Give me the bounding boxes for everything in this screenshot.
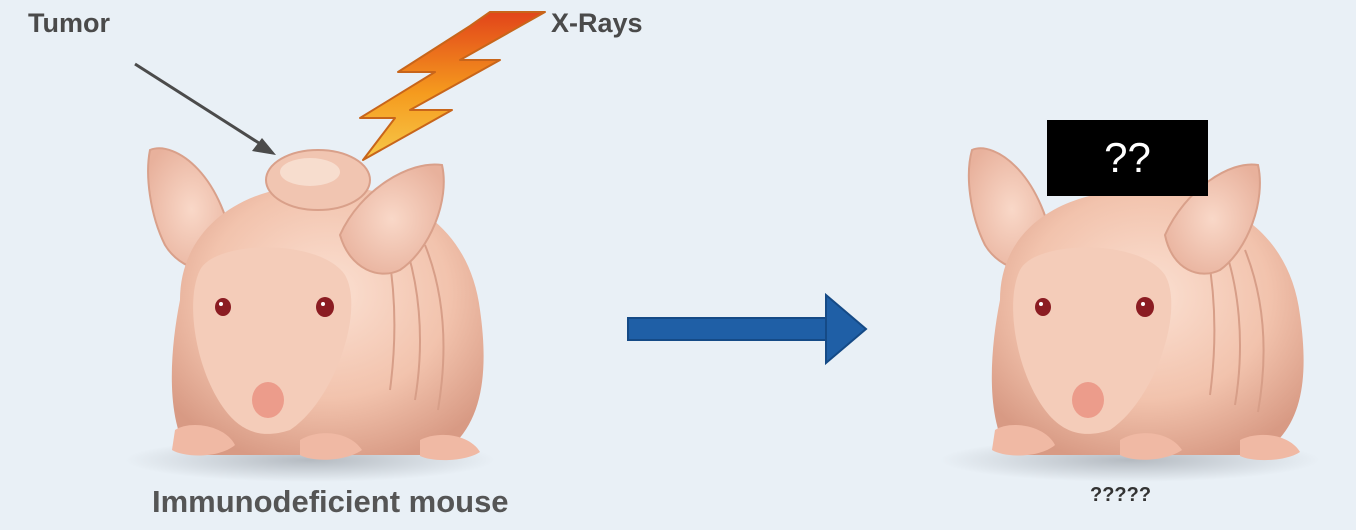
lightning-bolt-icon — [360, 12, 545, 160]
xrays-label: X-Rays — [551, 8, 643, 39]
tumor-label: Tumor — [28, 8, 110, 39]
hidden-outcome-box: ?? — [1047, 120, 1208, 196]
tumor-pointer-arrow — [135, 64, 276, 155]
mouse-icon — [940, 148, 1320, 482]
right-caption: ????? — [1090, 484, 1151, 507]
right-arrow-icon — [628, 295, 866, 363]
mouse-with-tumor-icon — [125, 148, 495, 482]
left-caption: Immunodeficient mouse — [152, 484, 509, 520]
